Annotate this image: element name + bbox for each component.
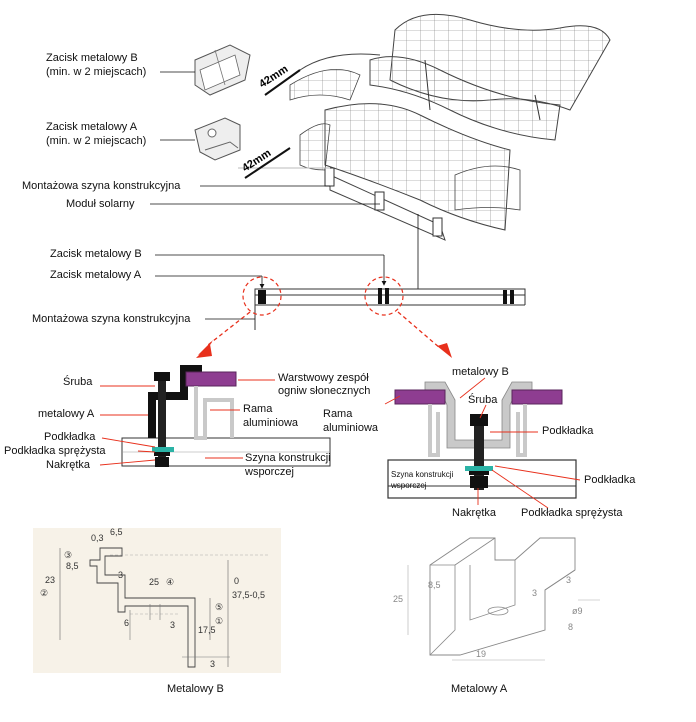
dim-b-1: 6,5 <box>110 527 123 537</box>
solar-panel-upper <box>289 13 611 141</box>
detail-b-spring-washer-label: Podkładka sprężysta <box>521 507 623 519</box>
dim-b-11: 17,5 <box>198 625 216 635</box>
drawing-a-caption: Metalowy A <box>451 683 508 695</box>
rail-label-top: Montażowa szyna konstrukcyjna <box>22 180 181 192</box>
dimension-42-lower: 42mm <box>240 147 291 179</box>
technical-drawing-b <box>33 528 281 673</box>
detail-a-screw-label: Śruba <box>63 376 93 388</box>
solar-panel-lower <box>238 103 521 241</box>
detail-b-rail-line1: Szyna konstrukcji <box>391 470 454 479</box>
dim-b-2: ③ <box>64 550 73 560</box>
side-clamp-a-label: Zacisk metalowy A <box>50 269 142 281</box>
dim-42-upper-text: 42mm <box>257 63 290 91</box>
clamp-b-illustration <box>194 44 251 96</box>
dim-b-5: 25 <box>149 577 160 587</box>
dim-b-13: ① <box>215 616 224 626</box>
dim-b-14: 0 <box>234 576 240 586</box>
dim-a-1: 8,5 <box>428 580 441 590</box>
drawing-b-caption: Metalowy B <box>167 683 224 695</box>
side-view-assembly <box>242 276 526 330</box>
module-label: Moduł solarny <box>66 198 135 210</box>
detail-a-frame-line2: aluminiowa <box>243 417 299 429</box>
dim-b-8: ② <box>40 588 49 598</box>
detail-b-washer-lower-label: Podkładka <box>584 474 636 486</box>
dim-a-5: 8 <box>568 622 574 632</box>
dim-b-4: 3 <box>118 570 124 580</box>
detail-a-laminate-line2: ogniw słonecznych <box>278 385 371 397</box>
technical-drawing-a <box>407 537 600 661</box>
dim-a-4: ø9 <box>572 606 583 616</box>
clamp-a-illustration <box>194 117 241 161</box>
detail-b-screw-label: Śruba <box>468 394 498 406</box>
side-clamp-b-label: Zacisk metalowy B <box>50 248 142 260</box>
detail-clamp-b <box>387 381 577 499</box>
detail-a-nut-label: Nakrętka <box>46 459 91 471</box>
dim-b-3: 8,5 <box>66 561 79 571</box>
clamp-a-label-line2: (min. w 2 miejscach) <box>46 135 147 147</box>
dim-b-16: 3 <box>210 659 216 669</box>
detail-b-washer-upper-label: Podkładka <box>542 425 594 437</box>
dim-b-10: 3 <box>170 620 176 630</box>
detail-a-rail-line2: wsporczej <box>245 466 294 478</box>
detail-a-frame-line1: Rama <box>243 403 273 415</box>
clamp-b-label-line1: Zacisk metalowy B <box>46 52 138 64</box>
detail-a-metal-label: metalowy A <box>38 408 95 420</box>
dim-a-0: 25 <box>393 594 404 604</box>
dim-b-12: ⑤ <box>215 602 224 612</box>
side-rail-label: Montażowa szyna konstrukcyjna <box>32 313 191 325</box>
detail-b-frame-line1: Rama <box>323 408 353 420</box>
dim-a-3: 3 <box>566 575 572 585</box>
detail-a-rail-line1: Szyna konstrukcji <box>245 452 331 464</box>
detail-a-washer-label: Podkładka <box>44 431 96 443</box>
detail-a-spring-washer-label: Podkładka sprężysta <box>4 445 106 457</box>
detail-b-frame-line2: aluminiowa <box>323 422 379 434</box>
dim-b-15: 37,5-0,5 <box>232 590 266 600</box>
dim-b-6: ④ <box>166 577 175 587</box>
dim-a-2: 3 <box>532 588 538 598</box>
dim-b-9: 6 <box>124 618 130 628</box>
clamp-b-label-line2: (min. w 2 miejscach) <box>46 66 147 78</box>
dim-b-0: 0,3 <box>91 533 104 543</box>
detail-b-rail-line2: wsporczej <box>391 481 427 490</box>
detail-b-nut-label: Nakrętka <box>452 507 497 519</box>
dim-a-6: 19 <box>476 649 487 659</box>
detail-b-metal-label: metalowy B <box>452 366 509 378</box>
clamp-a-label-line1: Zacisk metalowy A <box>46 121 138 133</box>
dim-b-7: 23 <box>45 575 56 585</box>
detail-clamp-a <box>121 365 331 467</box>
detail-a-laminate-line1: Warstwowy zespół <box>278 372 369 384</box>
